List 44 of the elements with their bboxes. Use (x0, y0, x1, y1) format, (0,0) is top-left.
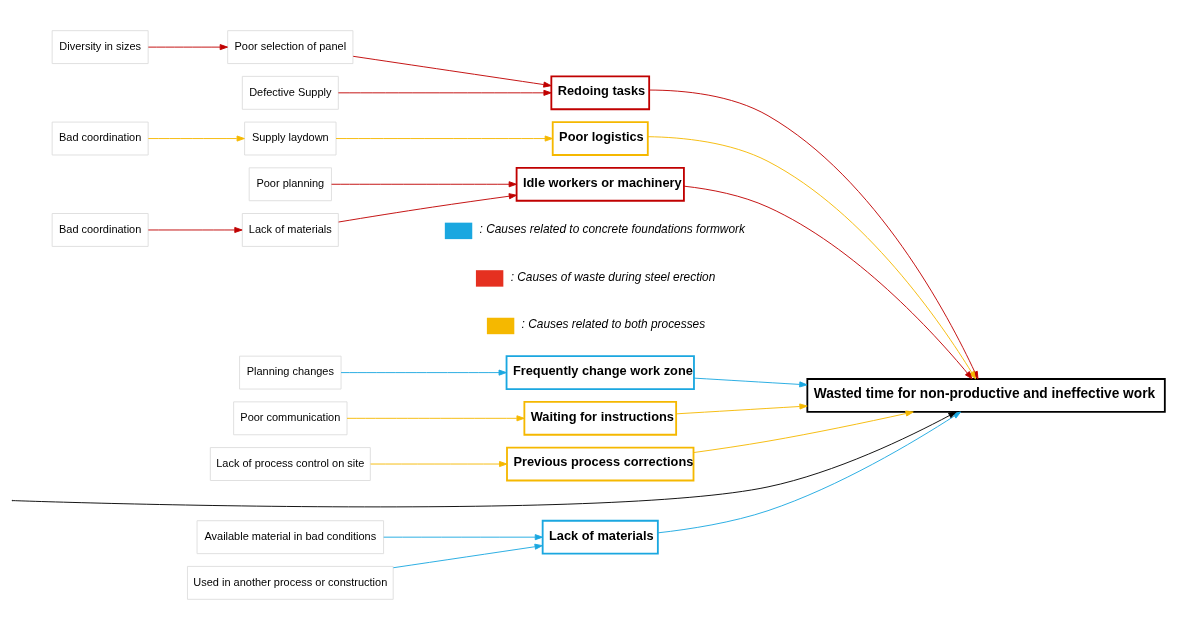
node-box: Defective Supply (241, 75, 339, 110)
arrow (693, 410, 914, 453)
arrow (337, 89, 552, 96)
arrow (683, 185, 973, 380)
node-box: Waiting for instructions (523, 400, 678, 436)
node-box: Idle workers or machinery (515, 166, 685, 202)
node-box: Planning changes (239, 355, 342, 390)
arrow (12, 411, 962, 508)
arrow (383, 534, 543, 541)
arrow (340, 369, 507, 376)
node-box: Available material in bad conditions (196, 520, 385, 555)
node-box: Diversity in sizes (51, 30, 149, 65)
legend-label: : Causes of waste during steel erection (510, 269, 716, 284)
node-box: Bad coordination (51, 213, 149, 247)
arrow (352, 55, 552, 88)
node-box: Poor planning (248, 167, 332, 202)
arrow (693, 377, 808, 388)
arrow (392, 543, 543, 569)
node-box: Previous process corrections (506, 446, 695, 482)
arrow (370, 461, 508, 468)
node-box: Redoing tasks (550, 75, 651, 111)
node-box: Bad coordination (51, 121, 149, 156)
arrow (147, 135, 245, 142)
arrow (147, 226, 243, 233)
arrow (657, 411, 962, 534)
node-box: Lack of materials (241, 213, 339, 247)
arrow (647, 136, 976, 380)
node-box: Supply laydown (244, 121, 337, 156)
node-box: Used in another process or construction (187, 565, 394, 600)
node-box: Frequently change work zone (505, 355, 695, 390)
node-box: Lack of materials (541, 519, 659, 555)
legend-label: : Causes related to both processes (521, 317, 706, 332)
legend-label: : Causes related to concrete foundations formwork (479, 222, 745, 237)
arrow (335, 135, 553, 142)
node-box: Wasted time for non-productive and ineffective work (806, 378, 1166, 413)
node-box: Poor communication (233, 401, 348, 436)
arrow (147, 44, 228, 51)
node-box: Poor logistics (551, 121, 649, 156)
node-box: Poor selection of panel (227, 30, 354, 65)
arrow (346, 415, 525, 422)
arrow (331, 181, 517, 188)
arrow (338, 193, 517, 223)
arrow (675, 403, 808, 415)
node-box: Lack of process control on site (209, 447, 371, 481)
